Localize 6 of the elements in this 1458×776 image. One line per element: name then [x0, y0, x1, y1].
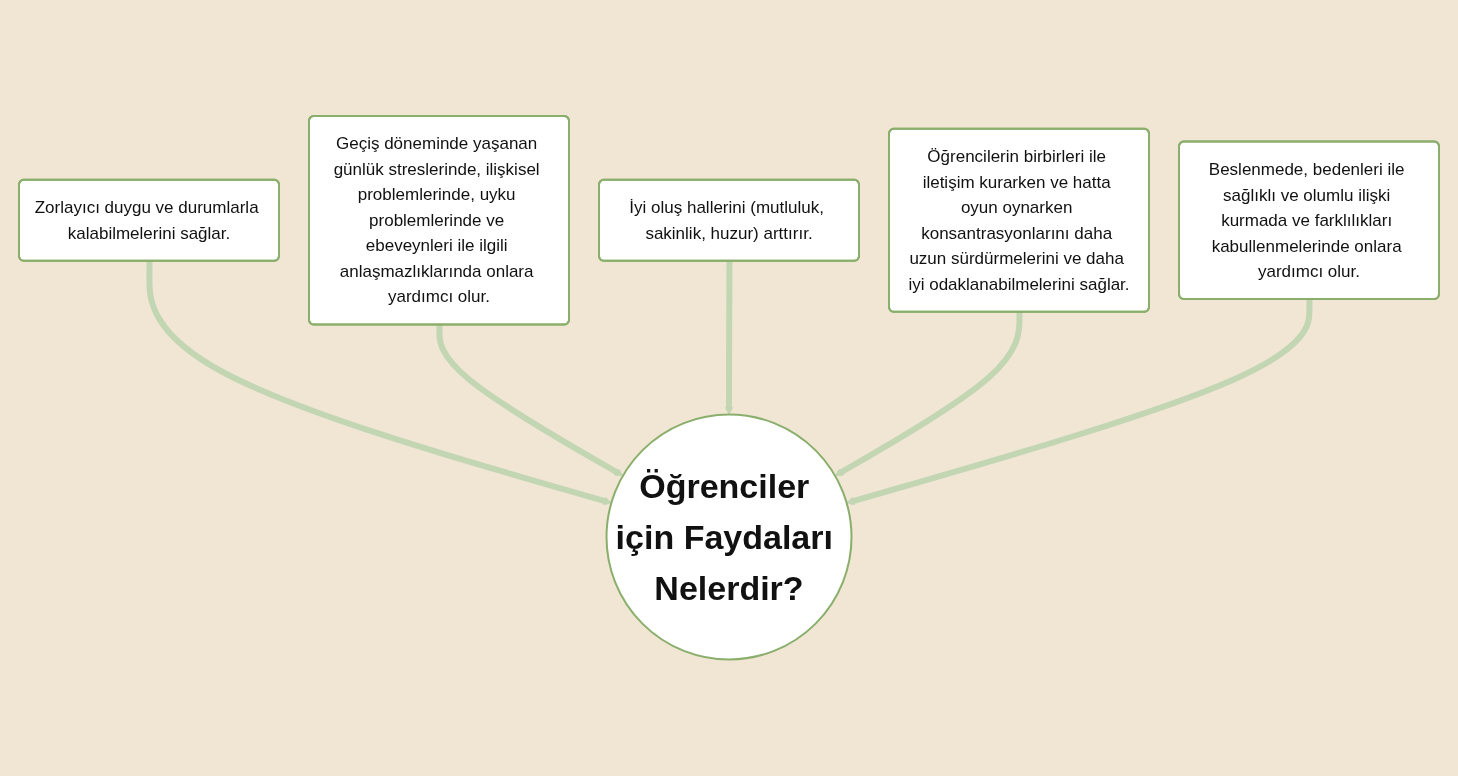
- arrow: [146, 261, 612, 506]
- arrow: [834, 312, 1023, 477]
- node-circle: Öğrenciler için Faydaları Nelerdir?: [605, 413, 853, 661]
- arrow: [846, 299, 1313, 506]
- arrow: [724, 261, 734, 416]
- arrow: [436, 325, 624, 477]
